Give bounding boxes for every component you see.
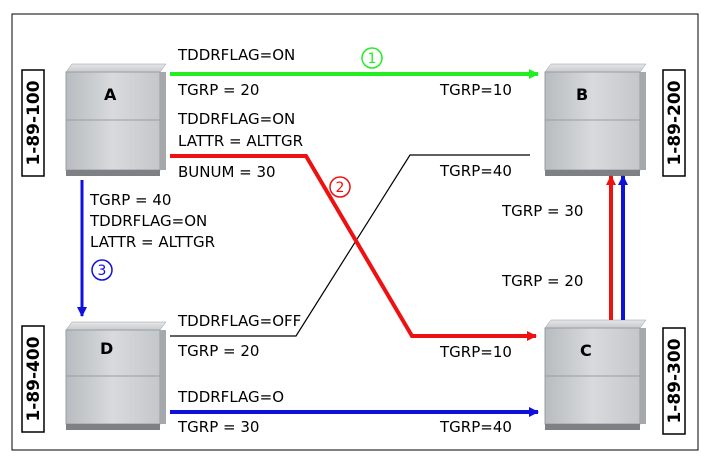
blue-vertical-label-3: LATTR = ALTTGR <box>90 233 215 251</box>
marker-1-label: 1 <box>368 51 377 67</box>
node-letter: C <box>580 341 592 360</box>
server-cabinet-icon <box>65 321 167 430</box>
node-number-box: 1-89-100 <box>21 69 45 177</box>
node-letter: D <box>100 339 113 358</box>
black-src-label-2: TGRP = 20 <box>177 342 259 360</box>
node-number: 1-89-400 <box>24 336 44 421</box>
node-letter: A <box>104 85 117 104</box>
marker-3: 3 <box>91 259 113 281</box>
node-b: B 1-89-200 <box>544 63 686 177</box>
black-connection-line <box>170 154 530 337</box>
black-dst-label: TGRP=40 <box>439 162 512 180</box>
node-number-box: 1-89-300 <box>662 327 686 435</box>
node-number: 1-89-200 <box>665 80 685 165</box>
marker-1: 1 <box>361 47 383 69</box>
red-src-label-3: BUNUM = 30 <box>178 163 276 181</box>
server-cabinet-icon <box>544 319 647 430</box>
black-src-label-1: TDDRFLAG=OFF <box>177 312 301 330</box>
node-number-box: 1-89-400 <box>21 325 45 433</box>
node-d: D 1-89-400 <box>21 321 167 433</box>
blue-bottom-src-label-2: TGRP = 30 <box>177 418 259 436</box>
green-src-label-1: TDDRFLAG=ON <box>177 46 295 64</box>
blue-vertical-label-1: TGRP = 40 <box>89 191 171 209</box>
red-dst-label: TGRP=10 <box>439 343 512 361</box>
green-dst-label: TGRP=10 <box>439 81 512 99</box>
node-c: C 1-89-300 <box>544 319 686 435</box>
node-a: A 1-89-100 <box>21 63 167 177</box>
marker-2: 2 <box>329 176 351 198</box>
node-number-box: 1-89-200 <box>662 69 686 177</box>
node-number: 1-89-100 <box>24 80 44 165</box>
green-src-label-2: TGRP = 20 <box>177 81 259 99</box>
server-cabinet-icon <box>65 63 167 176</box>
c-to-b-label-1: TGRP = 30 <box>501 202 583 220</box>
blue-vertical-label-2: TDDRFLAG=ON <box>89 212 207 230</box>
marker-3-label: 3 <box>98 263 107 279</box>
red-connection-line <box>170 154 537 341</box>
blue-bottom-src-label-1: TDDRFLAG=O <box>177 388 284 406</box>
server-cabinet-icon <box>544 63 647 176</box>
red-src-label-1: TDDRFLAG=ON <box>177 110 295 128</box>
c-to-b-label-2: TGRP = 20 <box>501 272 583 290</box>
node-letter: B <box>576 85 588 104</box>
marker-2-label: 2 <box>336 180 345 196</box>
blue-bottom-dst-label: TGRP=40 <box>439 418 512 436</box>
node-number: 1-89-300 <box>665 338 685 423</box>
red-src-label-2: LATTR = ALTTGR <box>178 132 303 150</box>
